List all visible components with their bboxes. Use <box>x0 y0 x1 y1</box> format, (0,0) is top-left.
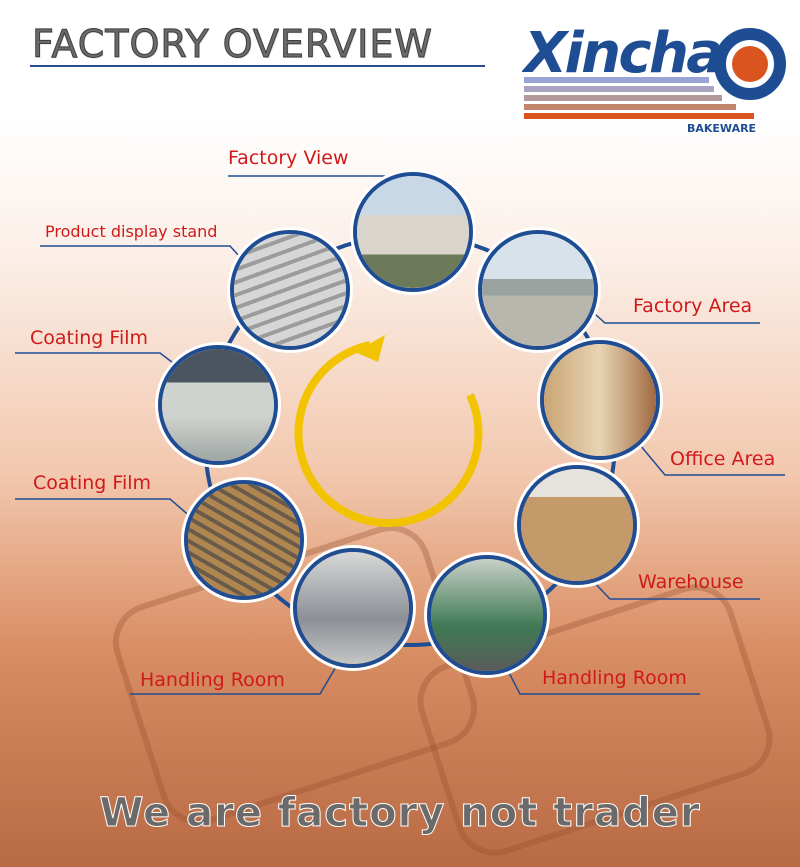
cycle-arrow-icon <box>294 341 483 528</box>
xinchao-logo: Xincha BAKEWARE <box>522 21 786 135</box>
photo-coating-film-upper <box>158 345 278 465</box>
label-office-area: Office Area <box>670 448 776 470</box>
photo-factory-area <box>478 230 598 350</box>
label-factory-area: Factory Area <box>633 295 753 317</box>
photo-warehouse <box>517 465 637 585</box>
svg-text:Xincha: Xincha <box>522 21 724 86</box>
title-underline <box>30 65 485 67</box>
photo-product-display-stand <box>230 230 350 350</box>
photo-office-area <box>540 340 660 460</box>
label-handling-room-left: Handling Room <box>140 669 285 691</box>
photo-handling-room-right <box>427 555 547 675</box>
logo-subtitle: BAKEWARE <box>687 122 756 135</box>
label-handling-room-right: Handling Room <box>542 667 687 689</box>
label-product-display-stand: Product display stand <box>45 222 218 241</box>
label-coating-film-lower: Coating Film <box>33 472 152 494</box>
label-warehouse: Warehouse <box>638 571 744 593</box>
photo-coating-film-lower <box>184 480 304 600</box>
page-title: FACTORY OVERVIEW <box>32 22 433 67</box>
photo-handling-room-left <box>293 548 413 668</box>
label-coating-film-upper: Coating Film <box>30 327 149 349</box>
slogan: We are factory not trader <box>99 790 701 837</box>
label-factory-view: Factory View <box>228 147 349 169</box>
photo-factory-view <box>353 172 473 292</box>
